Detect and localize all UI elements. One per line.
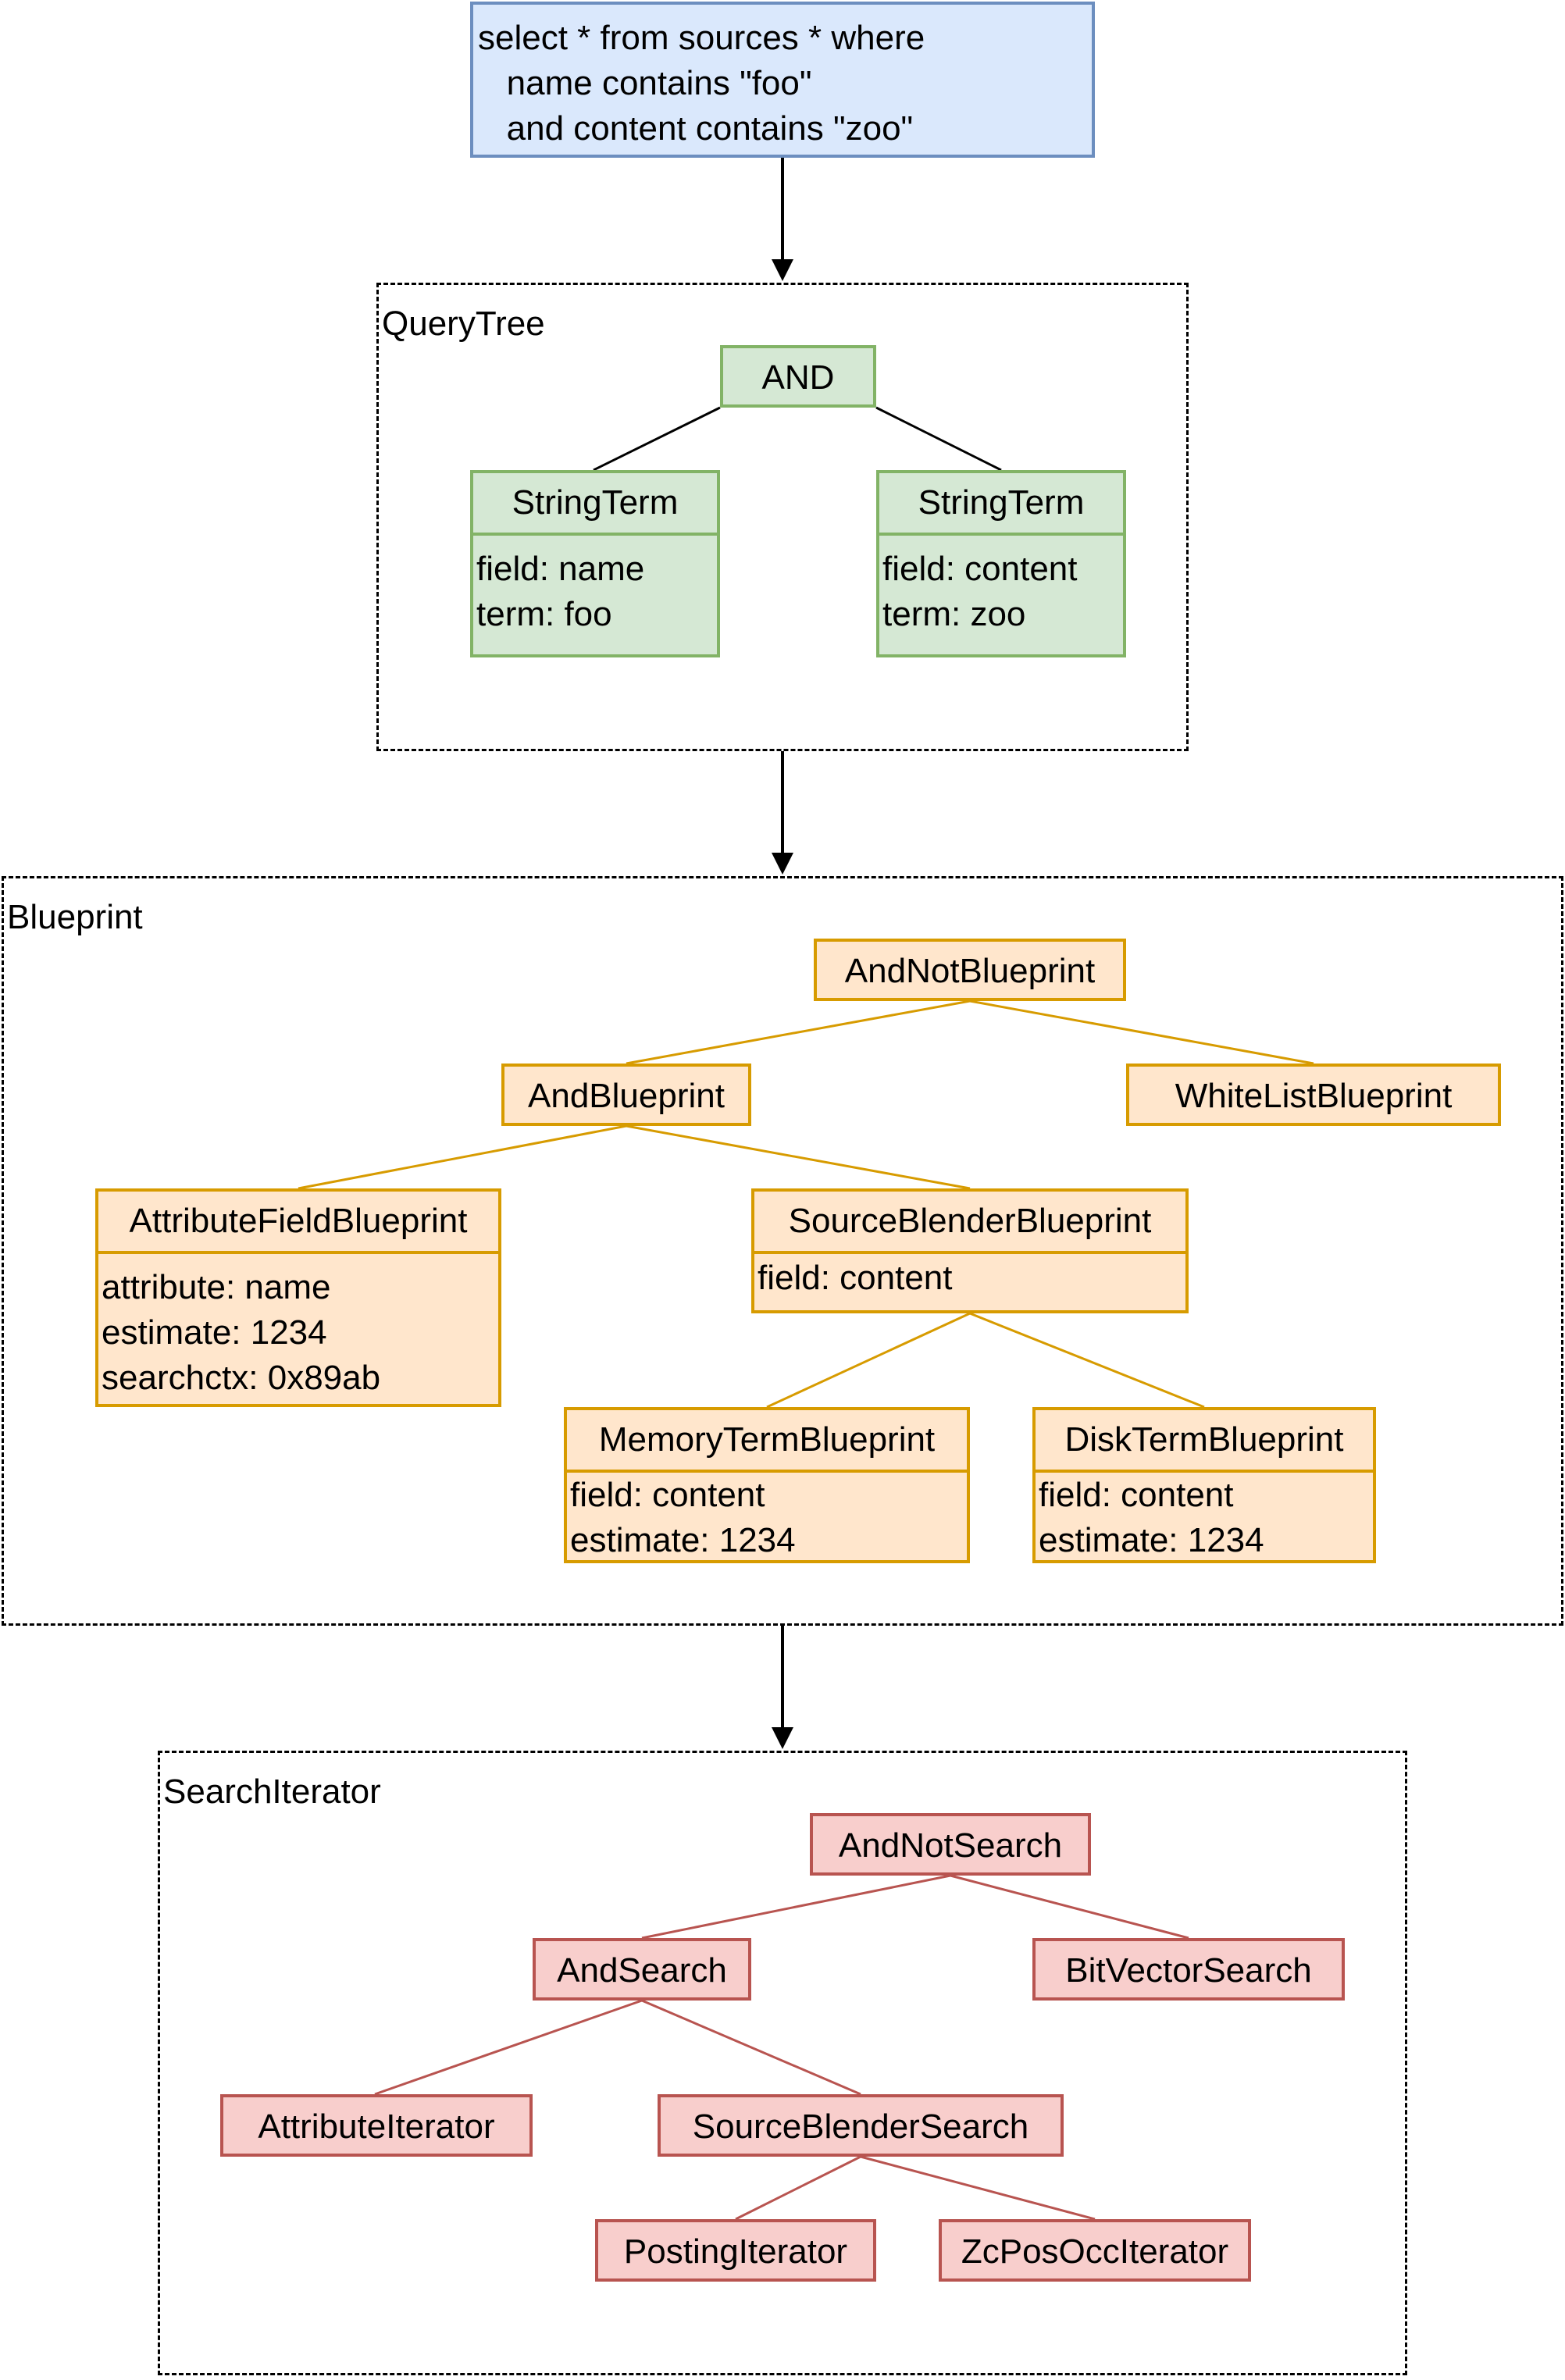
node-field: estimate: 1234 — [102, 1313, 327, 1352]
node-field: field: content — [882, 550, 1078, 588]
node-field: field: content — [1039, 1476, 1234, 1514]
node-title: SourceBlenderBlueprint — [788, 1202, 1152, 1240]
edge-sourceblender-disk — [969, 1312, 1205, 1409]
zc-pos-occ-iterator-node: ZcPosOccIterator — [939, 2219, 1251, 2282]
query-line: and content contains "zoo" — [478, 109, 914, 148]
node-title: PostingIterator — [623, 2232, 848, 2271]
source-blender-blueprint-node: SourceBlenderBlueprint field: content — [751, 1188, 1189, 1313]
andnot-blueprint-node: AndNotBlueprint — [814, 939, 1126, 1001]
node-title: AndNotBlueprint — [844, 952, 1096, 990]
searchiterator-group: SearchIterator — [158, 1751, 1407, 2375]
querytree-group-label: QueryTree — [382, 305, 545, 343]
attribute-iterator-node: AttributeIterator — [220, 2094, 533, 2157]
and-blueprint-node: AndBlueprint — [501, 1064, 751, 1126]
querytree-group: QueryTree — [376, 283, 1189, 751]
node-title: ZcPosOccIterator — [961, 2232, 1229, 2271]
searchiterator-edges — [374, 1874, 1189, 2221]
edge-andnot-and — [626, 999, 971, 1065]
arrowhead-querytree — [772, 259, 793, 281]
edge-sourceblender-memory — [766, 1312, 971, 1409]
and-search-node: AndSearch — [533, 1938, 751, 2001]
querytree-stringterm-name-node: StringTerm field: name term: foo — [470, 470, 720, 657]
node-title: AttributeIterator — [258, 2107, 495, 2146]
node-title: AndNotSearch — [838, 1826, 1063, 1865]
querytree-stringterm-content-node: StringTerm field: content term: zoo — [876, 470, 1126, 657]
node-title: StringTerm — [918, 483, 1085, 522]
node-field: field: name — [476, 550, 645, 588]
querytree-edges — [593, 406, 1002, 472]
edge-andnotsearch-bitvector — [950, 1874, 1189, 1940]
node-title: WhiteListBlueprint — [1175, 1077, 1453, 1115]
edge-and-term1 — [593, 406, 721, 472]
node-title: MemoryTermBlueprint — [598, 1420, 936, 1459]
node-body: field: name term: foo — [473, 533, 717, 637]
arrowhead-searchiterator — [772, 1727, 793, 1749]
node-title: AND — [761, 358, 835, 397]
edge-and-attribute — [298, 1124, 627, 1190]
node-body: field: content term: zoo — [879, 533, 1123, 637]
edge-and-term2 — [875, 406, 1002, 472]
source-blender-search-node: SourceBlenderSearch — [658, 2094, 1064, 2157]
node-field: searchctx: 0x89ab — [102, 1359, 381, 1397]
node-title: AttributeFieldBlueprint — [129, 1202, 468, 1240]
node-title: BitVectorSearch — [1065, 1951, 1312, 1990]
blueprint-edges — [298, 999, 1314, 1409]
blueprint-group: Blueprint — [2, 876, 1563, 1626]
arrowhead-blueprint — [772, 853, 793, 875]
node-body: field: content estimate: 1234 — [567, 1470, 967, 1563]
edge-andnotsearch-andsearch — [641, 1874, 951, 1940]
node-body: attribute: name estimate: 1234 searchctx… — [98, 1251, 498, 1401]
node-title: SourceBlenderSearch — [692, 2107, 1029, 2146]
edge-sourceblendersearch-zcpos — [860, 2155, 1096, 2221]
bit-vector-search-node: BitVectorSearch — [1032, 1938, 1345, 2001]
disk-term-blueprint-node: DiskTermBlueprint field: content estimat… — [1032, 1407, 1376, 1563]
edge-andnot-whitelist — [969, 999, 1314, 1065]
flow-arrows — [772, 158, 793, 1749]
memory-term-blueprint-node: MemoryTermBlueprint field: content estim… — [564, 1407, 970, 1563]
searchiterator-group-label: SearchIterator — [163, 1773, 381, 1811]
node-body: field: content — [754, 1251, 1185, 1301]
query-line: name contains "foo" — [478, 64, 812, 102]
query-line: select * from sources * where — [478, 19, 925, 57]
query-box: select * from sources * where name conta… — [470, 2, 1095, 158]
and-not-search-node: AndNotSearch — [810, 1813, 1091, 1876]
edge-sourceblendersearch-posting — [735, 2155, 861, 2221]
edge-and-sourceblender — [626, 1124, 971, 1190]
whitelist-blueprint-node: WhiteListBlueprint — [1126, 1064, 1501, 1126]
node-title: DiskTermBlueprint — [1064, 1420, 1344, 1459]
edge-andsearch-sourceblendersearch — [641, 1999, 861, 2096]
node-field: field: content — [570, 1476, 765, 1514]
attribute-field-blueprint-node: AttributeFieldBlueprint attribute: name … — [95, 1188, 501, 1407]
node-field: term: foo — [476, 595, 612, 633]
node-field: field: content — [758, 1259, 953, 1297]
node-body: field: content estimate: 1234 — [1036, 1470, 1373, 1563]
posting-iterator-node: PostingIterator — [595, 2219, 876, 2282]
blueprint-group-label: Blueprint — [7, 898, 143, 936]
node-title: AndBlueprint — [528, 1077, 725, 1115]
querytree-and-node: AND — [720, 345, 876, 408]
node-title: StringTerm — [512, 483, 679, 522]
edge-andsearch-attributeiterator — [374, 1999, 643, 2096]
node-field: attribute: name — [102, 1268, 331, 1306]
node-field: term: zoo — [882, 595, 1026, 633]
node-title: AndSearch — [557, 1951, 727, 1990]
node-field: estimate: 1234 — [570, 1521, 796, 1559]
node-field: estimate: 1234 — [1039, 1521, 1264, 1559]
